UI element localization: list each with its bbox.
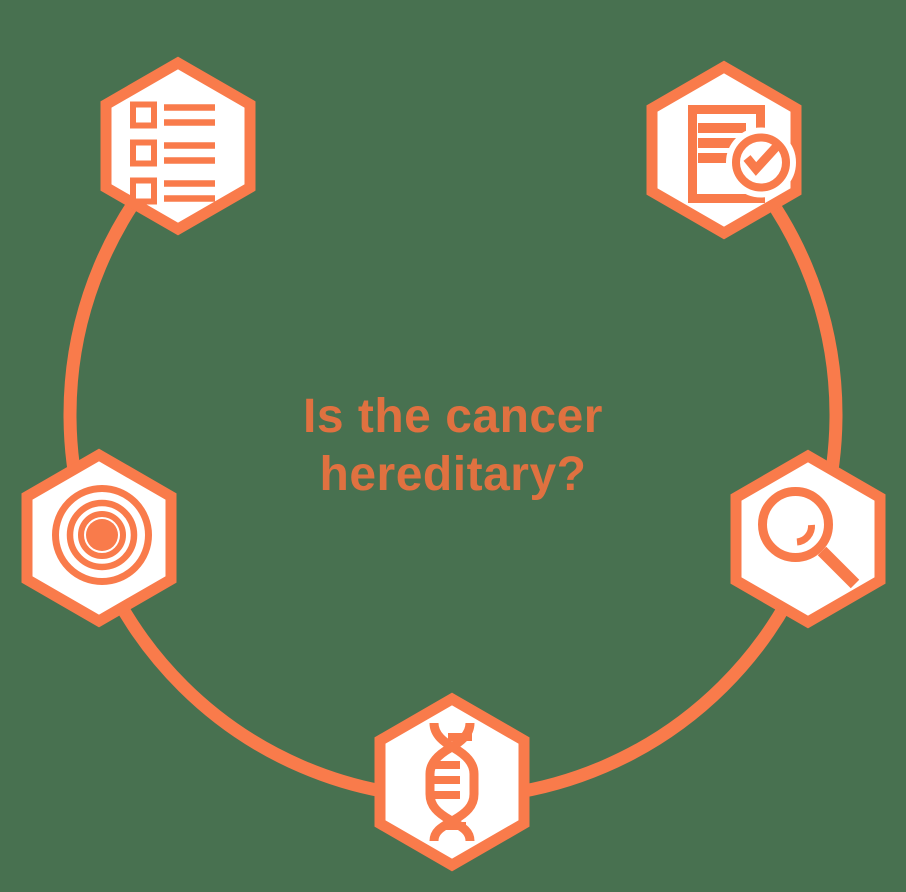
node-approved-document bbox=[646, 60, 802, 240]
checkmark-icon bbox=[743, 142, 781, 176]
lens-glare-arc bbox=[796, 524, 815, 546]
target-icon bbox=[52, 485, 152, 585]
document-check-icon bbox=[688, 105, 796, 203]
title-line-2: hereditary? bbox=[319, 448, 587, 501]
checklist-icon bbox=[130, 101, 215, 205]
magnifier-icon bbox=[758, 487, 860, 589]
title-line-1: Is the cancer bbox=[303, 390, 603, 443]
node-checklist bbox=[100, 56, 256, 236]
diagram-title: Is the cancer hereditary? bbox=[0, 388, 906, 504]
node-dna bbox=[374, 692, 530, 872]
node-magnifier bbox=[730, 449, 886, 629]
dna-icon bbox=[425, 722, 479, 842]
check-circle bbox=[732, 133, 790, 192]
node-target bbox=[21, 448, 177, 628]
